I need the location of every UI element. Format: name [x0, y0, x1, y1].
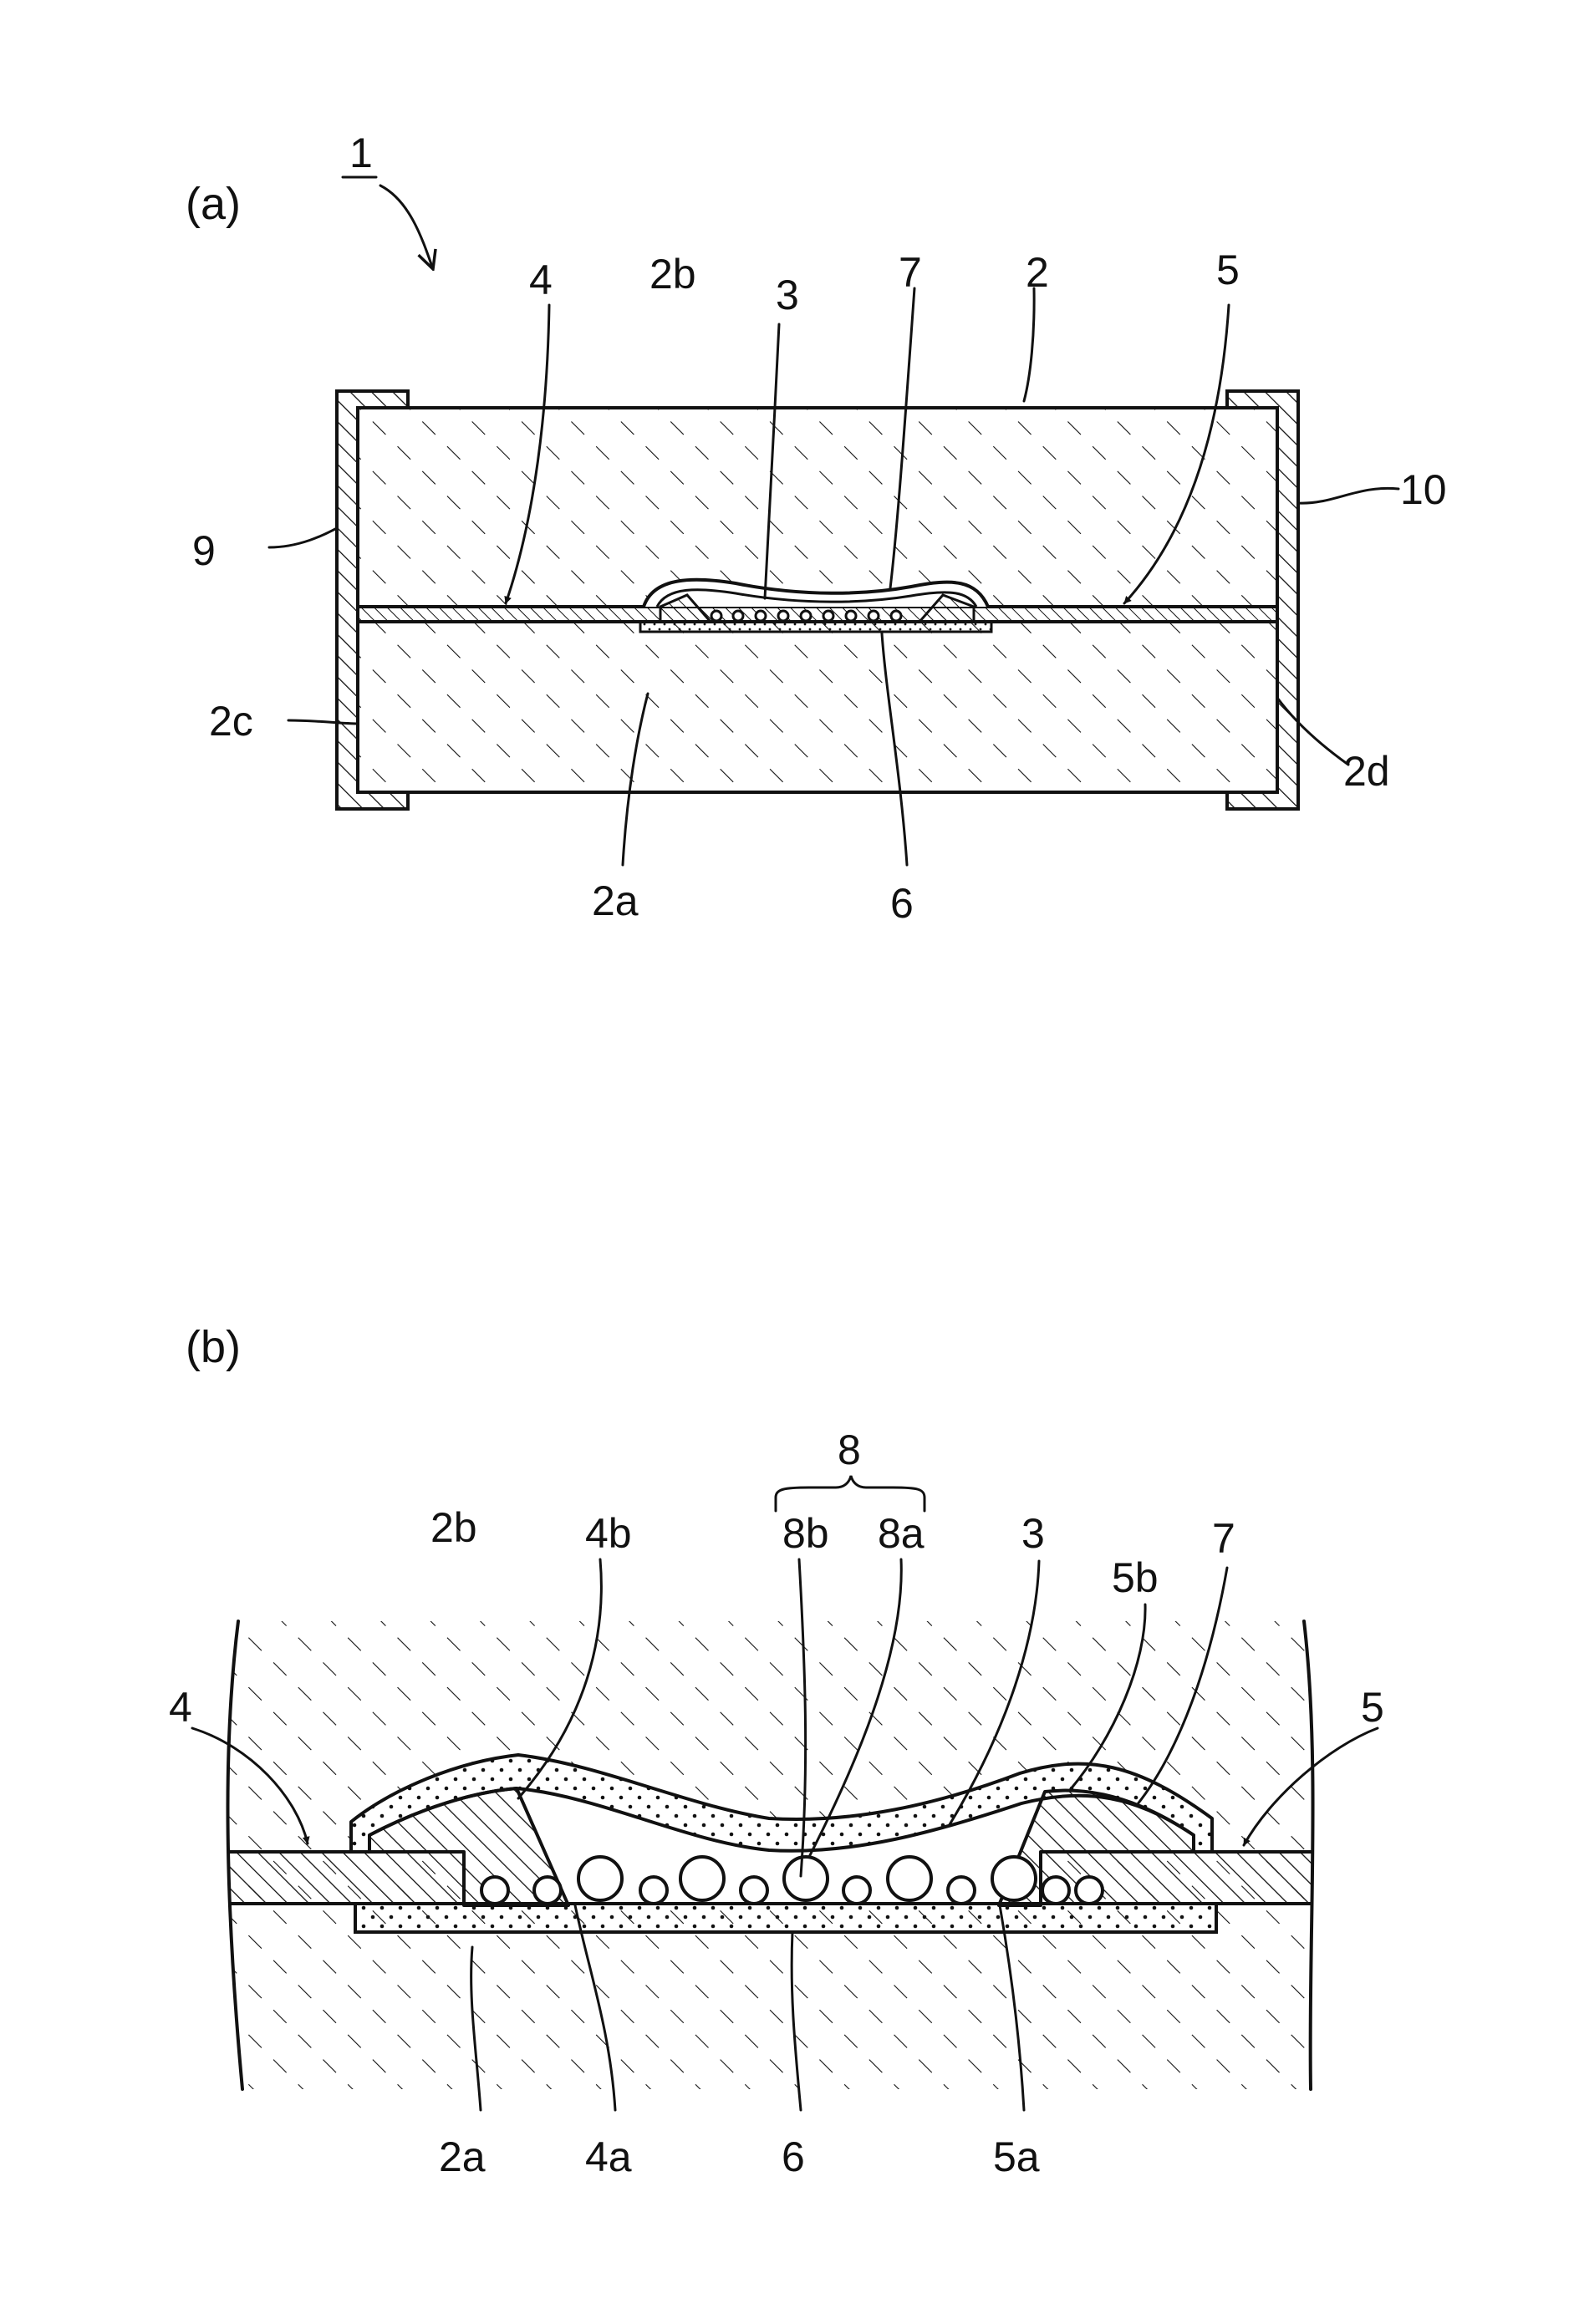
- ref-6-a: 6: [890, 880, 914, 927]
- ref-5-a: 5: [1216, 247, 1240, 293]
- bottom-insulating-layer: [358, 622, 1277, 792]
- top-insulating-layer: [358, 408, 1277, 607]
- device-ref-label: 1: [349, 130, 373, 176]
- particle-small: [1042, 1877, 1069, 1904]
- ref-4a-b: 4a: [585, 2133, 632, 2180]
- ref-2c-a: 2c: [209, 698, 253, 745]
- ref-8b-b: 8b: [782, 1510, 829, 1557]
- ref-2b-a: 2b: [649, 251, 696, 297]
- particle-large: [888, 1857, 931, 1900]
- internal-electrode-layer: [358, 607, 1277, 622]
- panel-a: (a) 1: [186, 130, 1447, 927]
- particle-small: [843, 1877, 870, 1904]
- ref-2-a: 2: [1026, 249, 1049, 296]
- discharge-auxiliary-electrode-a: [640, 622, 991, 632]
- ref-8-b: 8: [838, 1426, 861, 1473]
- ref-2d-a: 2d: [1343, 748, 1390, 795]
- ref-5-b: 5: [1361, 1684, 1384, 1731]
- panel-a-label: (a): [186, 179, 241, 229]
- particle-small: [1076, 1877, 1103, 1904]
- ref-4-a: 4: [529, 257, 553, 303]
- ref-2a-a: 2a: [592, 877, 639, 924]
- bracket-8: [776, 1476, 925, 1511]
- leader-2-a: [1024, 288, 1034, 401]
- particles-a: [711, 611, 901, 621]
- ref-7-a: 7: [899, 249, 922, 296]
- panel-b-label: (b): [186, 1322, 241, 1372]
- ref-6-b: 6: [782, 2133, 805, 2180]
- particle-large: [680, 1857, 724, 1900]
- ref-8a-b: 8a: [878, 1510, 925, 1557]
- ref-2a-b: 2a: [439, 2133, 486, 2180]
- leader-9-a: [269, 528, 337, 547]
- particle-small: [534, 1877, 561, 1904]
- particle-small: [481, 1877, 508, 1904]
- device-ref-arrow: [380, 186, 433, 269]
- particle-small: [948, 1877, 975, 1904]
- ref-4b-b: 4b: [585, 1510, 632, 1557]
- panel-b: (b): [169, 1322, 1384, 2180]
- leader-10-a: [1298, 488, 1398, 503]
- discharge-auxiliary-electrode-b: [355, 1904, 1216, 1932]
- ref-5a-b: 5a: [993, 2133, 1040, 2180]
- ref-5b-b: 5b: [1112, 1554, 1159, 1601]
- ref-4-b: 4: [169, 1684, 192, 1731]
- particle-small: [741, 1877, 767, 1904]
- ref-3-a: 3: [776, 272, 799, 318]
- particle-large: [578, 1857, 622, 1900]
- particle-large: [992, 1857, 1036, 1900]
- ref-10-a: 10: [1400, 466, 1447, 513]
- ref-7-b: 7: [1212, 1515, 1235, 1562]
- particle-small: [640, 1877, 667, 1904]
- ref-9-a: 9: [192, 527, 216, 574]
- ref-2b-b: 2b: [430, 1504, 477, 1551]
- ref-3-b: 3: [1021, 1510, 1045, 1557]
- particle-large: [784, 1857, 828, 1900]
